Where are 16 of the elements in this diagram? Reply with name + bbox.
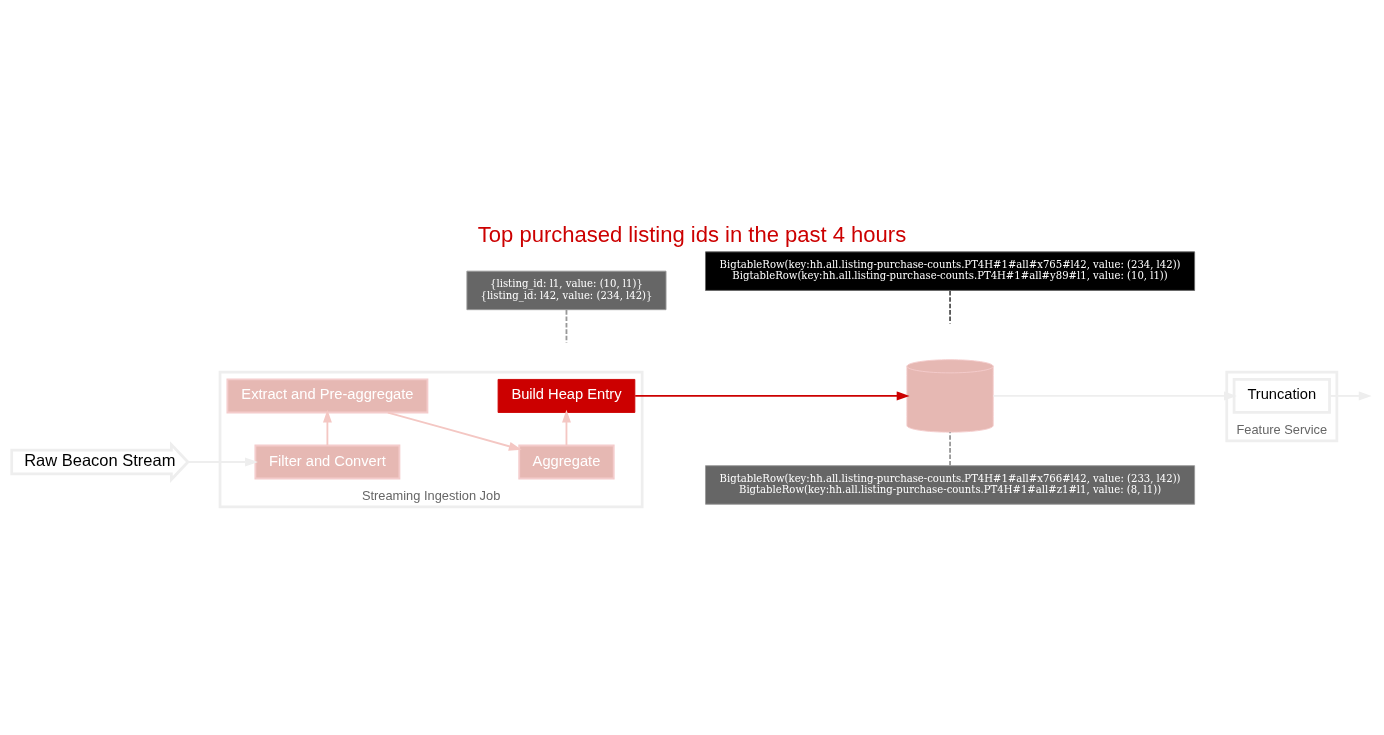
node-box: BigtableRow(key:hh.all.listing-purchase-counts.PT4H#1#all#x766#l42, value: (233, l42)) BigtableRow(key:hh.all.listing-purchase-counts.PT4H#1#all#z1#l1, value: (8, l1)) bbox=[705, 465, 1196, 505]
connector bbox=[565, 309, 568, 344]
node-box: {listing_id: l1, value: (10, l1)} {listing_id: l42, value: (234, l42)} bbox=[466, 270, 667, 311]
node-box: Build Heap Entry bbox=[497, 378, 636, 413]
arrow bbox=[187, 457, 258, 467]
arrow bbox=[634, 391, 910, 401]
arrow bbox=[386, 411, 522, 451]
node-box: Aggregate bbox=[518, 444, 615, 480]
diagram-title: Top purchased listing ids in the past 4 hours bbox=[477, 221, 907, 247]
arrow bbox=[322, 409, 332, 447]
node-box: BigtableRow(key:hh.all.listing-purchase-counts.PT4H#1#all#x765#l42, value: (234, l42)) BigtableRow(key:hh.all.listing-purchase-counts.PT4H#1#all#y89#l1, value: (10, l1)) bbox=[705, 251, 1196, 291]
connector bbox=[949, 431, 951, 467]
connector bbox=[949, 289, 951, 325]
arrow bbox=[561, 409, 571, 447]
node-box: Filter and Convert bbox=[254, 444, 401, 480]
node-box: Extract and Pre-aggregate bbox=[226, 378, 429, 414]
